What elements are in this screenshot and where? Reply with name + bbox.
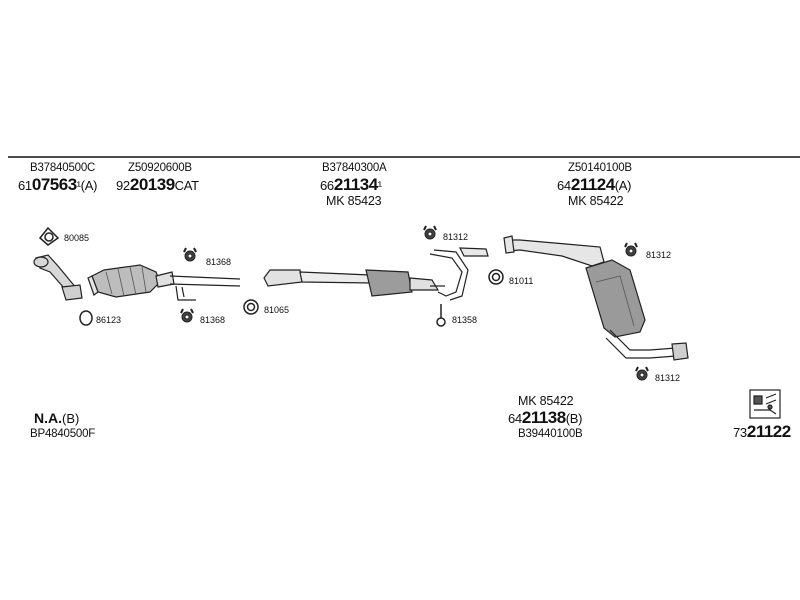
mounting-kit-part-number: 7321122 [733,422,791,441]
mounting-kit-icon [749,389,781,419]
front-pipe-number-suffix: ¹(A) [76,178,98,193]
rear-silencer-oe-ref: B39440100B [518,428,583,440]
rear-silencer-number-main: 21138 [521,408,566,427]
mount-81312-right-top-label: 81312 [646,250,672,260]
center-muffler-mounting-kit: MK 85423 [326,194,382,208]
gasket-80085-icon [38,226,60,246]
crossover-pipe-part [429,247,489,301]
rubber-mount-81312-right-bottom-icon [635,366,649,381]
rear-muffler-part-number: 6421124(A) [557,175,632,194]
catalyst-number-main: 20139 [129,175,175,194]
not-available-oe-ref: BP4840500F [30,428,96,440]
rear-muffler-oe-ref: Z50140100B [568,162,632,174]
seal-ring-81065-icon [243,299,259,315]
rear-muffler-number-suffix: (A) [614,178,632,193]
gasket-80085-label: 80085 [64,233,90,243]
catalyst-oe-ref: Z50920600B [128,162,192,174]
catalyst-part-number: 9220139CAT [116,175,199,194]
bolt-81358-label: 81358 [452,315,478,325]
center-muffler-number-main: 21134 [333,175,378,194]
catalyst-number-prefix: 92 [116,178,130,193]
rear-muffler-number-main: 21124 [570,175,615,194]
rear-silencer-number-suffix: (B) [565,411,583,426]
front-pipe-number-prefix: 61 [18,178,32,193]
bracket-pipe-part [169,275,241,301]
rear-silencer-number-prefix: 64 [508,411,522,426]
front-pipe-part [33,254,83,301]
rear-silencer-part-number: 6421138(B) [508,408,583,427]
bolt-81358-icon [436,304,446,327]
gasket-86123-label: 86123 [96,315,122,325]
rubber-mount-81368-bottom-icon [180,308,194,323]
center-muffler-number-suffix: ¹ [377,178,382,193]
center-muffler-oe-ref: B37840300A [322,162,387,174]
mount-81312-right-bottom-label: 81312 [655,373,681,383]
not-available-main: N.A. [34,410,62,426]
gasket-86123-icon [79,310,93,326]
not-available-part: N.A.(B) [34,410,79,427]
mount-81312-mid-label: 81312 [443,232,469,242]
mounting-kit-number-main: 21122 [746,422,791,441]
not-available-suffix: (B) [62,411,80,426]
rear-pipe-part [503,235,605,267]
seal-ring-81065-label: 81065 [264,305,290,315]
center-muffler-part-number: 6621134¹ [320,175,382,194]
seal-ring-81011-label: 81011 [509,276,534,286]
catalyst-number-suffix: CAT [174,178,199,193]
rubber-mount-81368-top-icon [183,247,197,262]
rubber-mount-81312-mid-icon [423,225,437,240]
rear-silencer-mounting-kit: MK 85422 [518,394,574,408]
mount-81368-bottom-label: 81368 [200,315,226,325]
rear-muffler-part [585,259,689,361]
front-pipe-oe-ref: B37840500C [30,162,96,174]
rear-muffler-number-prefix: 64 [557,178,571,193]
mounting-kit-number-prefix: 73 [733,425,747,440]
front-pipe-part-number: 6107563¹(A) [18,175,98,194]
center-muffler-part [263,269,445,297]
seal-ring-81011-icon [488,269,504,285]
catalytic-converter-part [87,264,175,298]
rubber-mount-81312-right-top-icon [624,242,638,257]
mount-81368-top-label: 81368 [206,257,232,267]
front-pipe-number-main: 07563 [31,175,77,194]
rear-muffler-mounting-kit: MK 85422 [568,194,624,208]
center-muffler-number-prefix: 66 [320,178,334,193]
